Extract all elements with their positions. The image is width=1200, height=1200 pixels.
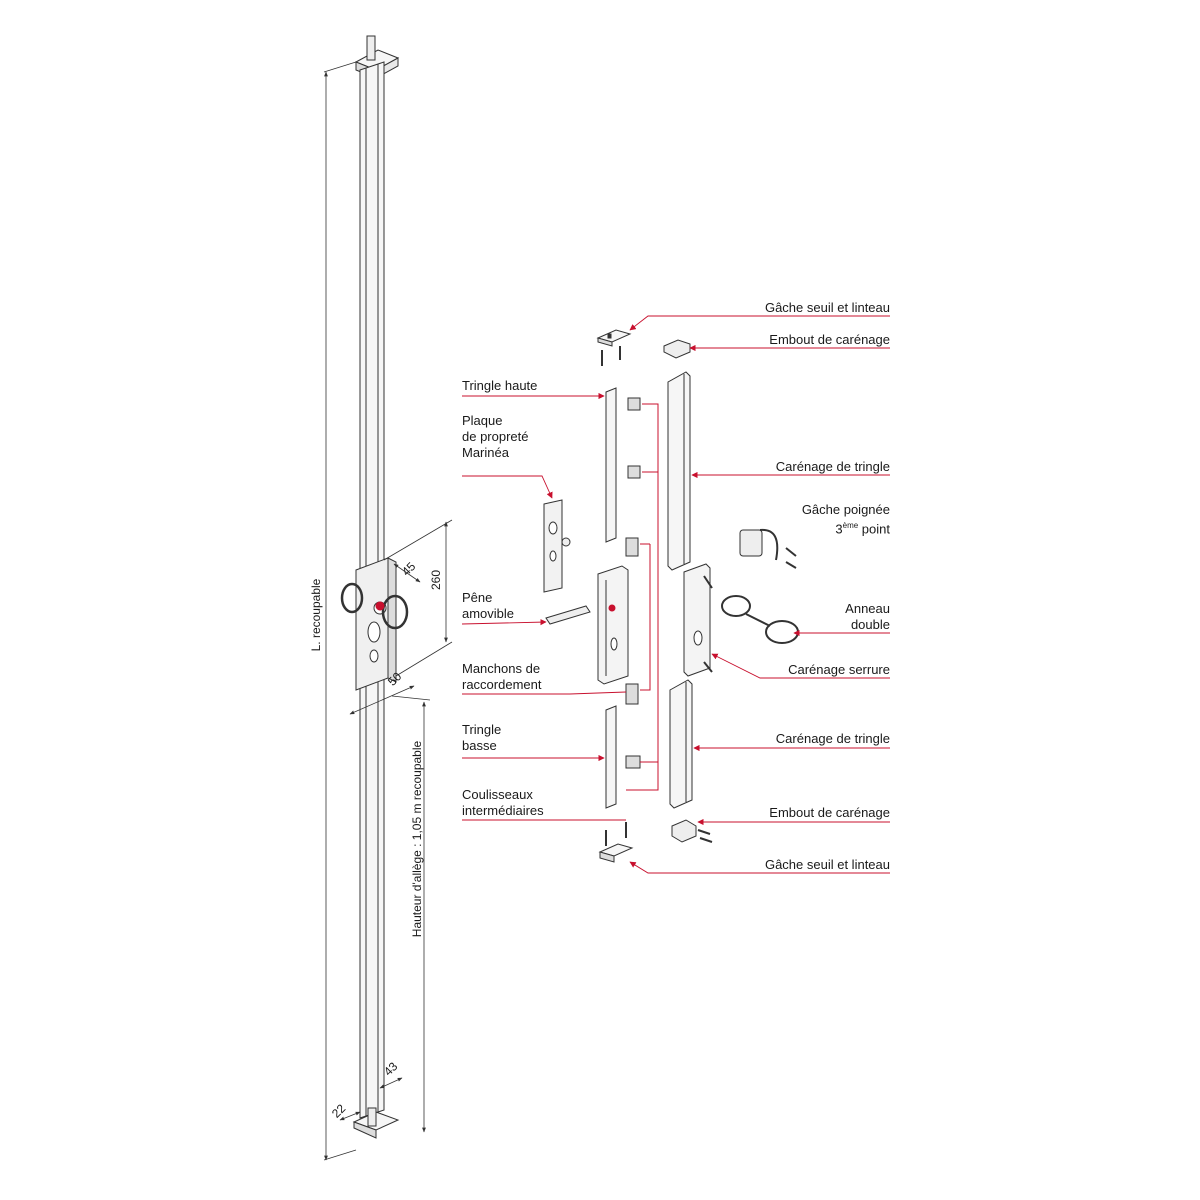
carenage-tringle-bottom: [669, 679, 693, 809]
label-plaque-line2: de propreté: [462, 429, 529, 444]
label-anneau-double: Anneau double: [690, 601, 890, 633]
coulisseau-1: [627, 397, 641, 411]
label-gache-top: Gâche seuil et linteau: [764, 300, 890, 315]
label-anneau-line2: double: [850, 617, 890, 632]
label-manchons-line1: Manchons de: [462, 661, 541, 676]
label-carenage-serrure: Carénage serrure: [788, 662, 890, 677]
tringle-haute: [605, 387, 617, 543]
label-coulisseaux-line1: Coulisseaux: [462, 787, 533, 802]
label-gache-poignee: Gâche poignée 3ème point: [690, 502, 890, 537]
label-gache-poignee-rest: point: [858, 521, 890, 537]
manchon-bottom: [625, 683, 639, 705]
plaque-proprete: [543, 499, 563, 593]
label-embout-bottom: Embout de carénage: [769, 805, 890, 820]
label-pene-amovible: Pêne amovible: [462, 590, 514, 622]
label-carenage-tringle-bottom: Carénage de tringle: [775, 731, 890, 746]
assembled-espagnolette: [340, 35, 409, 1139]
label-coulisseaux-line2: intermédiaires: [462, 803, 544, 818]
gache-poignee: [739, 529, 763, 557]
label-plaque-proprete: Plaque de propreté Marinéa: [462, 413, 529, 461]
dim-total-length: L. recoupable: [309, 578, 323, 652]
label-tringle-basse-line2: basse: [462, 738, 497, 753]
label-embout-top: Embout de carénage: [769, 332, 890, 347]
label-pene-line1: Pêne: [462, 590, 493, 605]
label-manchons: Manchons de raccordement: [462, 661, 541, 693]
dimension-lines: [323, 61, 453, 1161]
coulisseau-2: [627, 465, 641, 479]
carenage-tringle-top: [667, 371, 691, 571]
connector-lines: [626, 403, 659, 791]
manchon-top: [625, 537, 639, 557]
embout-bottom: [671, 819, 697, 843]
embout-top: [663, 339, 691, 359]
label-anneau-line1: Anneau: [845, 601, 890, 616]
exploded-parts: [543, 329, 799, 863]
dim-260: 260: [429, 569, 444, 591]
label-gache-poignee-num: 3: [835, 521, 843, 537]
label-tringle-basse-line1: Tringle: [462, 722, 502, 737]
serrure: [597, 565, 629, 685]
label-pene-line2: amovible: [462, 606, 515, 621]
label-manchons-line2: raccordement: [462, 677, 542, 692]
label-plaque-line3: Marinéa: [462, 445, 509, 460]
label-carenage-tringle-top: Carénage de tringle: [775, 459, 890, 474]
label-tringle-basse: Tringle basse: [462, 722, 501, 754]
label-gache-bottom: Gâche seuil et linteau: [764, 857, 890, 872]
label-coulisseaux: Coulisseaux intermédiaires: [462, 787, 544, 819]
coulisseau-3: [625, 755, 641, 769]
pene-amovible: [545, 605, 591, 625]
dim-allege: Hauteur d'allège : 1,05 m recoupable: [410, 740, 424, 938]
label-plaque-line1: Plaque: [462, 413, 503, 428]
label-gache-poignee-line2: 3ème point: [690, 518, 890, 537]
label-tringle-haute: Tringle haute: [462, 378, 538, 393]
label-gache-poignee-sup: ème: [842, 521, 859, 530]
label-gache-poignee-line1: Gâche poignée: [801, 502, 890, 517]
leader-lines: [461, 315, 890, 874]
tringle-basse: [605, 705, 617, 809]
anneau-1: [721, 595, 751, 617]
